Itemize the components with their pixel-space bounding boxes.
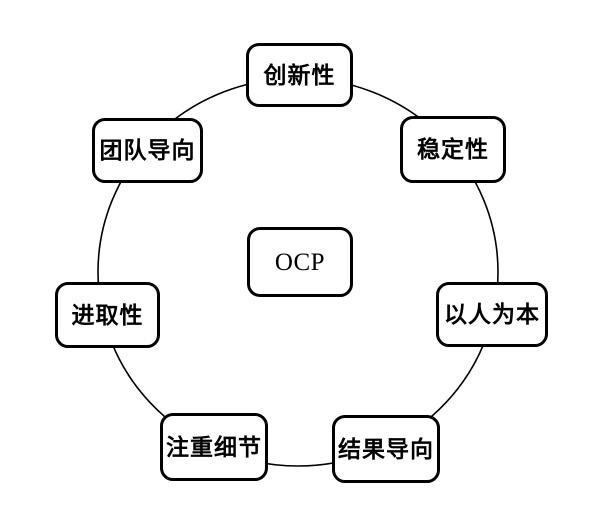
node-team-oriented: 团队导向 [92, 118, 203, 183]
node-stability: 稳定性 [400, 116, 506, 183]
node-people-oriented: 以人为本 [436, 282, 548, 347]
node-center-ocp-label: OCP [274, 248, 326, 276]
node-people-oriented-label: 以人为本 [444, 302, 540, 327]
node-attention-to-detail: 注重细节 [160, 413, 268, 481]
node-center-ocp: OCP [247, 227, 353, 297]
node-enterprising: 进取性 [55, 282, 160, 348]
node-innovation: 创新性 [246, 43, 353, 107]
node-attention-to-detail-label: 注重细节 [166, 434, 262, 460]
node-stability-label: 稳定性 [417, 137, 489, 162]
node-innovation-label: 创新性 [263, 62, 336, 88]
node-results-oriented-label: 结果导向 [338, 436, 434, 462]
node-results-oriented: 结果导向 [332, 415, 440, 483]
node-team-oriented-label: 团队导向 [99, 138, 196, 163]
node-enterprising-label: 进取性 [71, 302, 144, 328]
